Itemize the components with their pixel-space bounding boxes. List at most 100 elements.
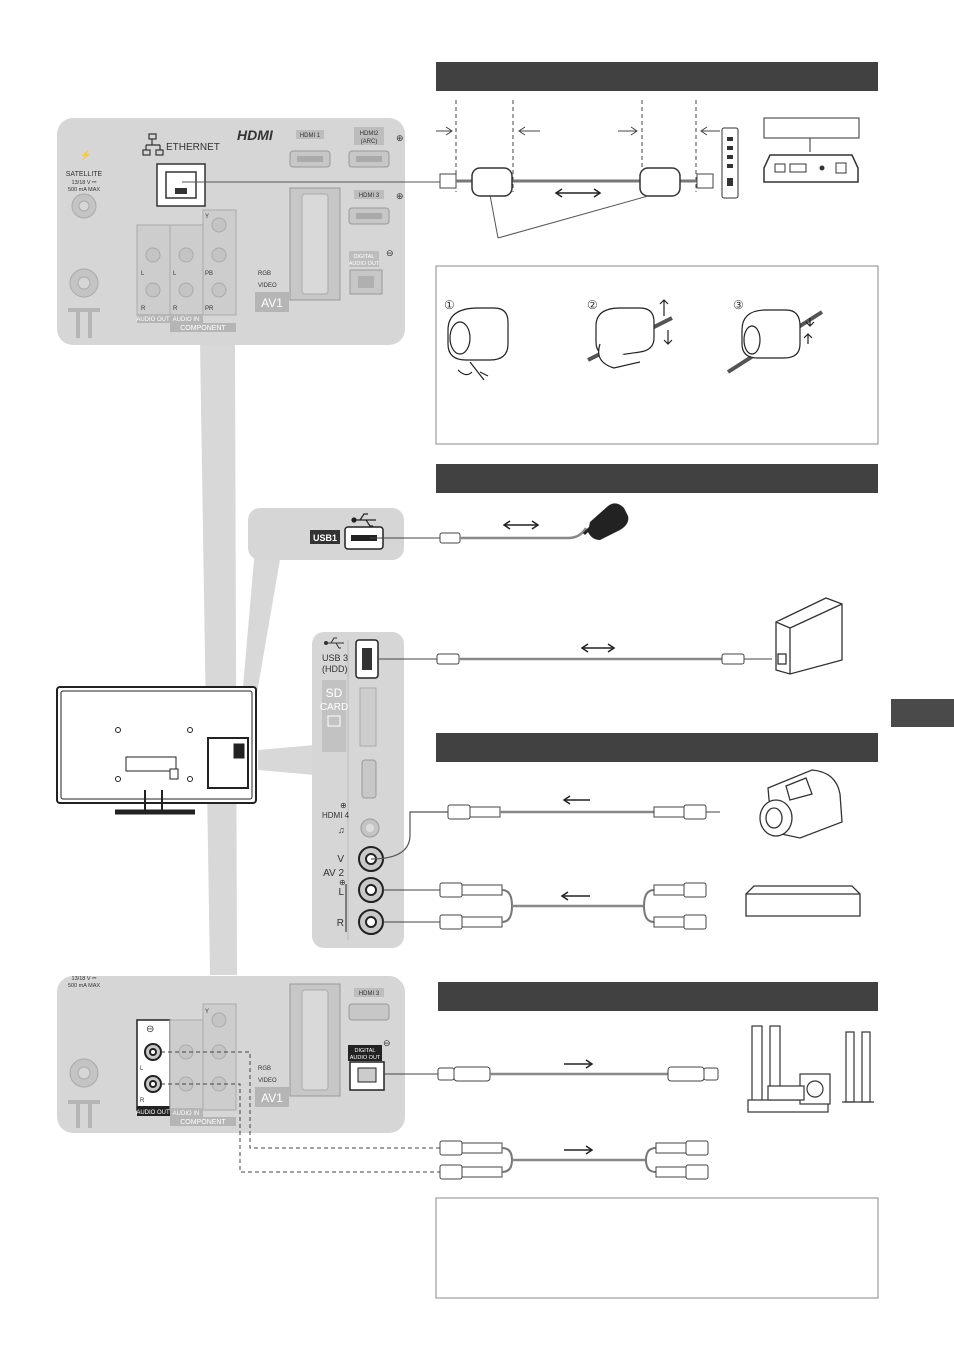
tv-terminal-panel-bottom: 13/18 V ⎓ 500 mA MAX ⊖ L R AUDIO OUT Y (57, 976, 405, 1133)
bottom-rgb-label: RGB (258, 1066, 271, 1072)
av2-audio-connection (383, 882, 707, 930)
satellite-bottom-current: 500 mA MAX (68, 983, 100, 989)
av1-label: AV1 (261, 296, 283, 310)
av1-scart-terminal: RGB VIDEO AV1 (255, 187, 341, 312)
digital-label: DIGITAL (354, 254, 375, 260)
usb3-label: USB 3 (322, 653, 348, 663)
component-pr-label: PR (205, 306, 214, 312)
satellite-terminal: ⚡ SATELLITE 13/18 V ⎓ 500 mA MAX (66, 149, 103, 338)
card-label: CARD (320, 702, 348, 713)
bottom-audio-in-label: AUDIO IN (173, 1111, 200, 1117)
section-header-network (436, 62, 878, 91)
audio-in-l-label: L (173, 271, 177, 277)
note-box (435, 1197, 879, 1299)
bottom-component-label: COMPONENT (180, 1119, 226, 1126)
hdmi1-port: HDMI 1 (289, 130, 331, 168)
callout-beams (200, 343, 315, 975)
audio-out-r-label: R (141, 306, 146, 312)
digital-audio-connection (384, 1059, 719, 1082)
hdmi1-label: HDMI 1 (300, 133, 321, 139)
usb-device (582, 503, 629, 540)
bottom-digital-label: DIGITAL (355, 1048, 376, 1054)
section-header-audio-output (438, 982, 878, 1011)
ferrite-step-1-illustration (447, 307, 509, 381)
ferrite-core-instructions: ① ② ③ (435, 265, 879, 445)
side-tab (891, 699, 954, 727)
headphone-icon: ♫ (338, 825, 345, 835)
digital-audio-out-terminal: DIGITAL AUDIO OUT ⊖ (349, 248, 394, 295)
output-arrow-icon: ⊖ (386, 248, 394, 258)
input-arrow-icon: ⊕ (339, 878, 346, 887)
av2-r-label: R (337, 918, 344, 929)
step-2-number: ② (587, 298, 598, 312)
hdmi4-label: HDMI 4 (322, 811, 350, 820)
usb-hdd-device (775, 597, 843, 675)
hdmi3-port: HDMI 3 ⊕ (348, 190, 404, 225)
audio-in-label: AUDIO IN (173, 317, 200, 323)
hdmi3-label: HDMI 3 (359, 193, 380, 199)
satellite-label: SATELLITE (66, 171, 103, 178)
video-label: VIDEO (258, 283, 277, 289)
ethernet-label: ETHERNET (166, 142, 220, 153)
rgb-label: RGB (258, 271, 271, 277)
component-label: COMPONENT (180, 325, 226, 332)
audio-out-l-label: L (141, 271, 145, 277)
audio-out-label: AUDIO OUT (136, 317, 170, 323)
usb-icon (351, 513, 376, 527)
external-player-device (745, 885, 861, 917)
av2-v-label: V (337, 854, 344, 865)
av2-label: AV 2 (323, 868, 344, 879)
tv-rear-view (56, 686, 257, 815)
ferrite-step-3-illustration (726, 309, 824, 374)
network-icon (142, 133, 164, 156)
step-1-number: ① (444, 298, 455, 312)
satellite-voltage: 13/18 V ⎓ (72, 180, 97, 186)
modem-device (763, 117, 860, 183)
input-arrow-icon: ⊕ (340, 801, 347, 810)
usb1-panel: USB1 (248, 508, 404, 560)
input-arrow-icon: ⊕ (396, 133, 404, 143)
bottom-hdmi3-label: HDMI 3 (359, 991, 380, 997)
bottom-audio-out-l-label: L (140, 1066, 144, 1072)
camcorder-connection (370, 795, 720, 860)
router-device (721, 127, 739, 199)
hdmi2-port: HDMI2 (ARC) ⊕ (348, 127, 404, 168)
usb1-label: USB1 (313, 533, 337, 543)
bottom-digital-audio-out-label: AUDIO OUT (350, 1055, 381, 1061)
rca-terminal-group-top (136, 209, 237, 316)
digital-audio-out-label: AUDIO OUT (349, 261, 380, 267)
hdd-label: (HDD) (322, 664, 348, 674)
tv-terminal-panel-side: USB 3 (HDD) SD CARD HDMI 4 ⊕ ♫ V AV 2 ⊕ … (312, 632, 404, 948)
camcorder-device (759, 769, 843, 839)
satellite-bottom-voltage: 13/18 V ⎓ (72, 976, 97, 982)
output-arrow-icon: ⊖ (146, 1024, 154, 1035)
arc-label: (ARC) (361, 139, 378, 145)
bottom-video-label: VIDEO (258, 1078, 277, 1084)
output-arrow-icon: ⊖ (383, 1038, 391, 1048)
bottom-component-y-label: Y (205, 1009, 209, 1015)
network-connection (182, 100, 720, 239)
hdmi-logo: HDMI (237, 127, 274, 143)
component-y-label: Y (205, 214, 209, 220)
ethernet-terminal: ETHERNET (142, 133, 220, 207)
sd-label: SD (326, 686, 343, 700)
usb-icon (324, 637, 344, 649)
bottom-audio-out-label: AUDIO OUT (136, 1110, 170, 1116)
step-3-number: ③ (733, 298, 744, 312)
section-header-usb (436, 464, 878, 493)
svg-text:⚡: ⚡ (80, 149, 91, 161)
analog-audio-connection (161, 1051, 709, 1180)
tv-terminal-panel-top: ⚡ SATELLITE 13/18 V ⎓ 500 mA MAX ETHERNE… (57, 118, 405, 345)
input-arrow-icon: ⊕ (396, 191, 404, 201)
av2-l-label: L (338, 887, 344, 898)
usb3-hdd-connection (378, 643, 772, 665)
usb1-connection (370, 520, 588, 544)
audio-in-r-label: R (173, 306, 178, 312)
home-theatre-device (747, 1025, 874, 1113)
hdmi2-label: HDMI2 (360, 131, 379, 137)
bottom-audio-out-r-label: R (140, 1098, 145, 1104)
section-header-av-input (436, 733, 878, 762)
bottom-av1-label: AV1 (261, 1091, 283, 1105)
component-pb-label: PB (205, 271, 213, 277)
